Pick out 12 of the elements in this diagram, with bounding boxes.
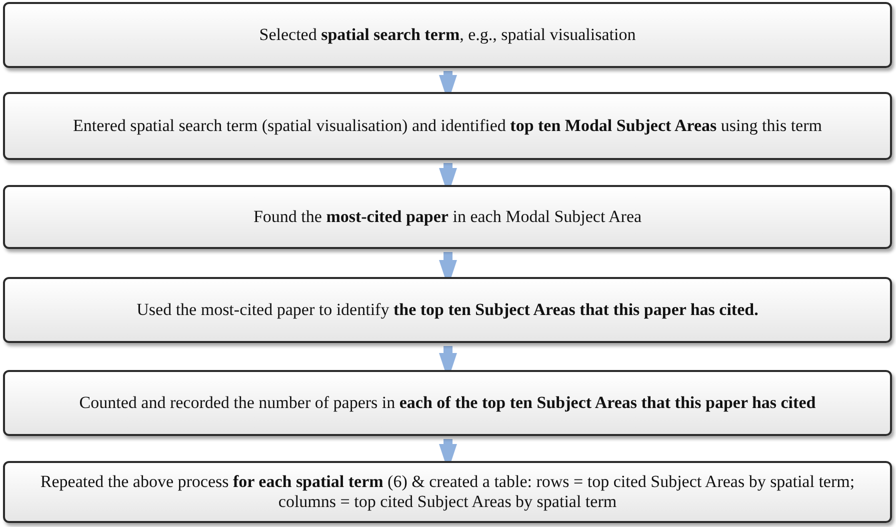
step-text: Repeated the above process for each spatial term (6) & created a table: rows = top cited Subject Areas by spatial term; columns = top cited Subject Areas by spatial term: [39, 472, 856, 512]
process-box: [3, 461, 892, 523]
step-text: Found the most-cited paper in each Modal Subject Area: [253, 206, 642, 228]
process-box: [3, 92, 892, 160]
process-box: [3, 185, 892, 249]
process-box: [3, 2, 892, 68]
step-text: Entered spatial search term (spatial visualisation) and identified top ten Modal Subject Areas using this term: [73, 116, 822, 136]
step-text: Used the most-cited paper to identify the top ten Subject Areas that this paper has cited.: [136, 300, 758, 320]
process-box: [3, 370, 892, 436]
step-text: Selected spatial search term, e.g., spatial visualisation: [259, 24, 636, 46]
step-text: Counted and recorded the number of papers in each of the top ten Subject Areas that this paper has cited: [79, 392, 816, 414]
process-box: [3, 277, 892, 343]
